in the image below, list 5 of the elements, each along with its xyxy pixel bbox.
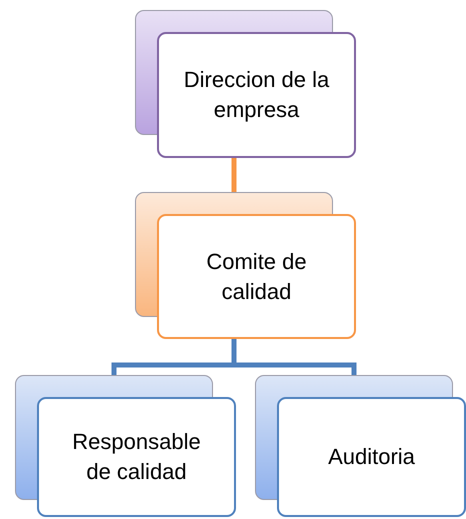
role-label: Comite de calidad: [205, 248, 308, 306]
role-label: Direccion de la empresa: [182, 66, 330, 124]
connector-line: [232, 158, 236, 192]
role-label: Responsable de calidad: [71, 428, 202, 486]
role-label: Auditoria: [328, 443, 415, 472]
